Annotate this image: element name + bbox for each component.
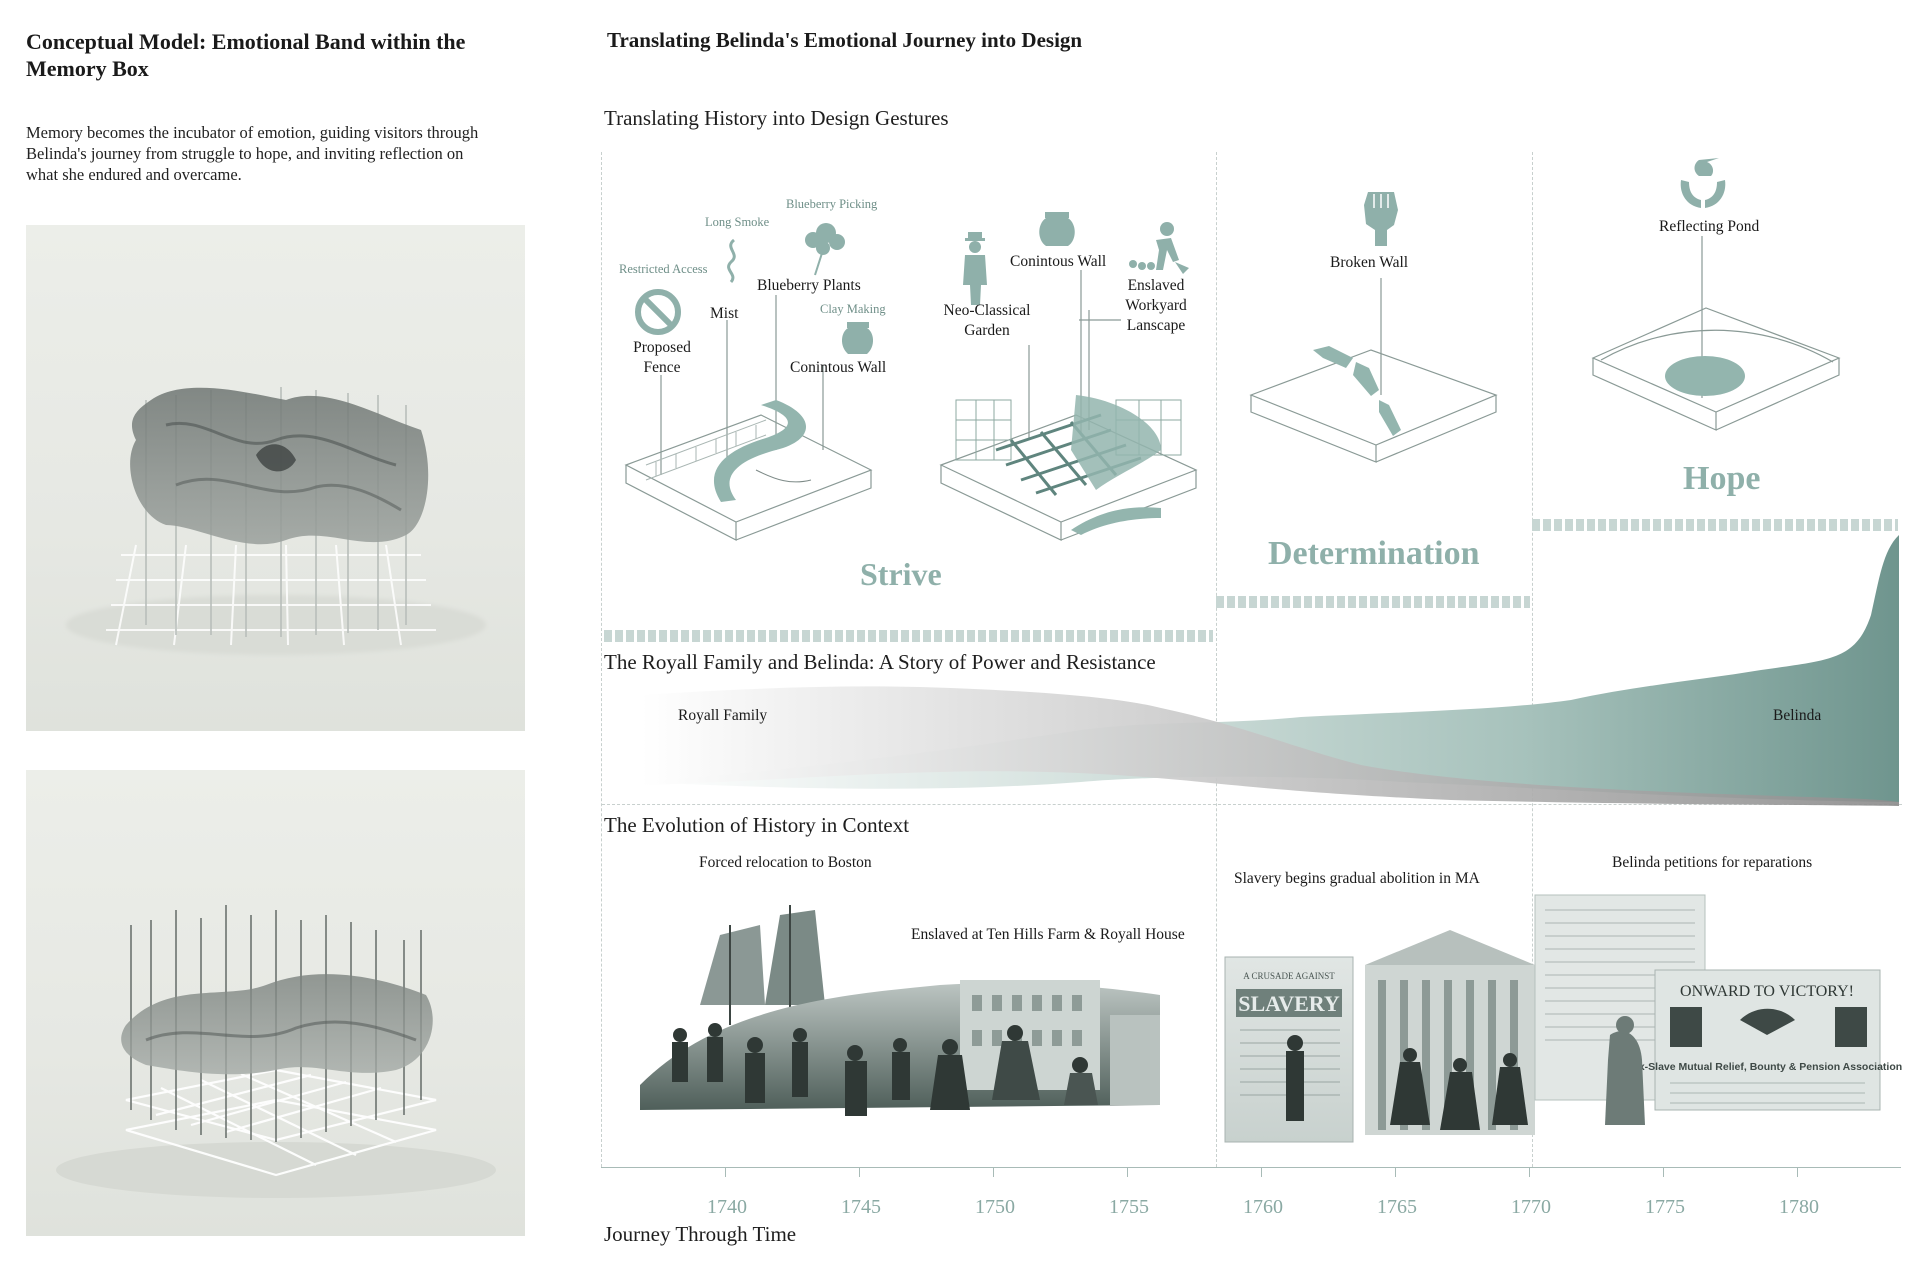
- reflecting-pond-label: Reflecting Pond: [1659, 218, 1760, 235]
- power-stream-graph: [641, 535, 1899, 806]
- divider-left: [601, 152, 602, 1167]
- poster-exslave: Ex-Slave Mutual Relief, Bounty & Pension…: [1632, 1061, 1902, 1073]
- evolution-heading: The Evolution of History in Context: [604, 813, 910, 837]
- stream-label-belinda: Belinda: [1773, 707, 1822, 724]
- event-forced-relocation: Forced relocation to Boston: [699, 854, 872, 871]
- year-1760: 1760: [1243, 1196, 1283, 1218]
- gestures-heading: Translating History into Design Gestures: [604, 106, 949, 130]
- stripe-hope: [1532, 519, 1898, 531]
- continuous-wall-label-2: Conintous Wall: [1010, 253, 1107, 270]
- divider-1760: [1216, 152, 1217, 1167]
- emotion-hope: Hope: [1683, 460, 1761, 497]
- year-1765: 1765: [1377, 1196, 1417, 1218]
- divider-horizontal: [602, 804, 1902, 805]
- poster-slavery-small: A CRUSADE AGAINST: [1243, 971, 1335, 981]
- design-gestures-diagram: [624, 158, 1841, 541]
- model-photo-top: [26, 225, 525, 731]
- event-petitions-reparations: Belinda petitions for reparations: [1612, 854, 1813, 871]
- poster-slavery: SLAVERY: [1238, 991, 1340, 1016]
- year-1740: 1740: [707, 1196, 747, 1218]
- emotion-determination: Determination: [1268, 535, 1480, 572]
- poster-onward: ONWARD TO VICTORY!: [1680, 983, 1854, 1000]
- model-photo-bottom: [26, 770, 525, 1236]
- year-1775: 1775: [1645, 1196, 1685, 1218]
- year-1780: 1780: [1779, 1196, 1819, 1218]
- stream-label-royall: Royall Family: [678, 707, 768, 724]
- model-photo-bottom-art: [56, 905, 496, 1198]
- model-photo-top-art: [66, 387, 486, 655]
- axis-title: Journey Through Time: [604, 1222, 797, 1246]
- right-title: Translating Belinda's Emotional Journey …: [607, 28, 1083, 52]
- year-1770: 1770: [1511, 1196, 1551, 1218]
- event-gradual-abolition: Slavery begins gradual abolition in MA: [1234, 870, 1480, 887]
- blueberry-picking-label: Blueberry Picking: [786, 197, 878, 211]
- time-axis-ticks: [601, 1167, 1901, 1181]
- continuous-wall-label-1: Conintous Wall: [790, 359, 887, 376]
- blueberry-plants-label: Blueberry Plants: [757, 277, 861, 294]
- clay-making-label: Clay Making: [820, 302, 886, 316]
- year-1745: 1745: [841, 1196, 881, 1218]
- stripe-strive: [604, 630, 1213, 642]
- year-1750: 1750: [975, 1196, 1015, 1218]
- broken-wall-label: Broken Wall: [1330, 254, 1409, 271]
- neo-classical-label: Neo-Classical Garden: [943, 302, 1031, 339]
- divider-1770: [1532, 152, 1533, 1167]
- year-1755: 1755: [1109, 1196, 1149, 1218]
- intro-text: Memory becomes the incubator of emotion,…: [26, 123, 479, 184]
- proposed-fence-label: Proposed Fence: [633, 339, 691, 376]
- historical-collage: A CRUSADE AGAINST SLAVERY ONWARD TO VICT…: [640, 894, 1902, 1143]
- enslaved-workyard-label: Enslaved Workyard Lanscape: [1125, 277, 1187, 334]
- story-heading: The Royall Family and Belinda: A Story o…: [604, 650, 1156, 674]
- mist-label: Mist: [710, 305, 739, 322]
- restricted-access-label: Restricted Access: [619, 262, 708, 276]
- long-smoke-label: Long Smoke: [705, 215, 770, 229]
- time-axis-line: [601, 1167, 1901, 1168]
- left-title: Conceptual Model: Emotional Band within …: [26, 29, 466, 81]
- stripe-determination: [1216, 596, 1530, 608]
- event-enslaved-ten-hills: Enslaved at Ten Hills Farm & Royall Hous…: [911, 926, 1185, 943]
- emotion-strive: Strive: [860, 556, 942, 592]
